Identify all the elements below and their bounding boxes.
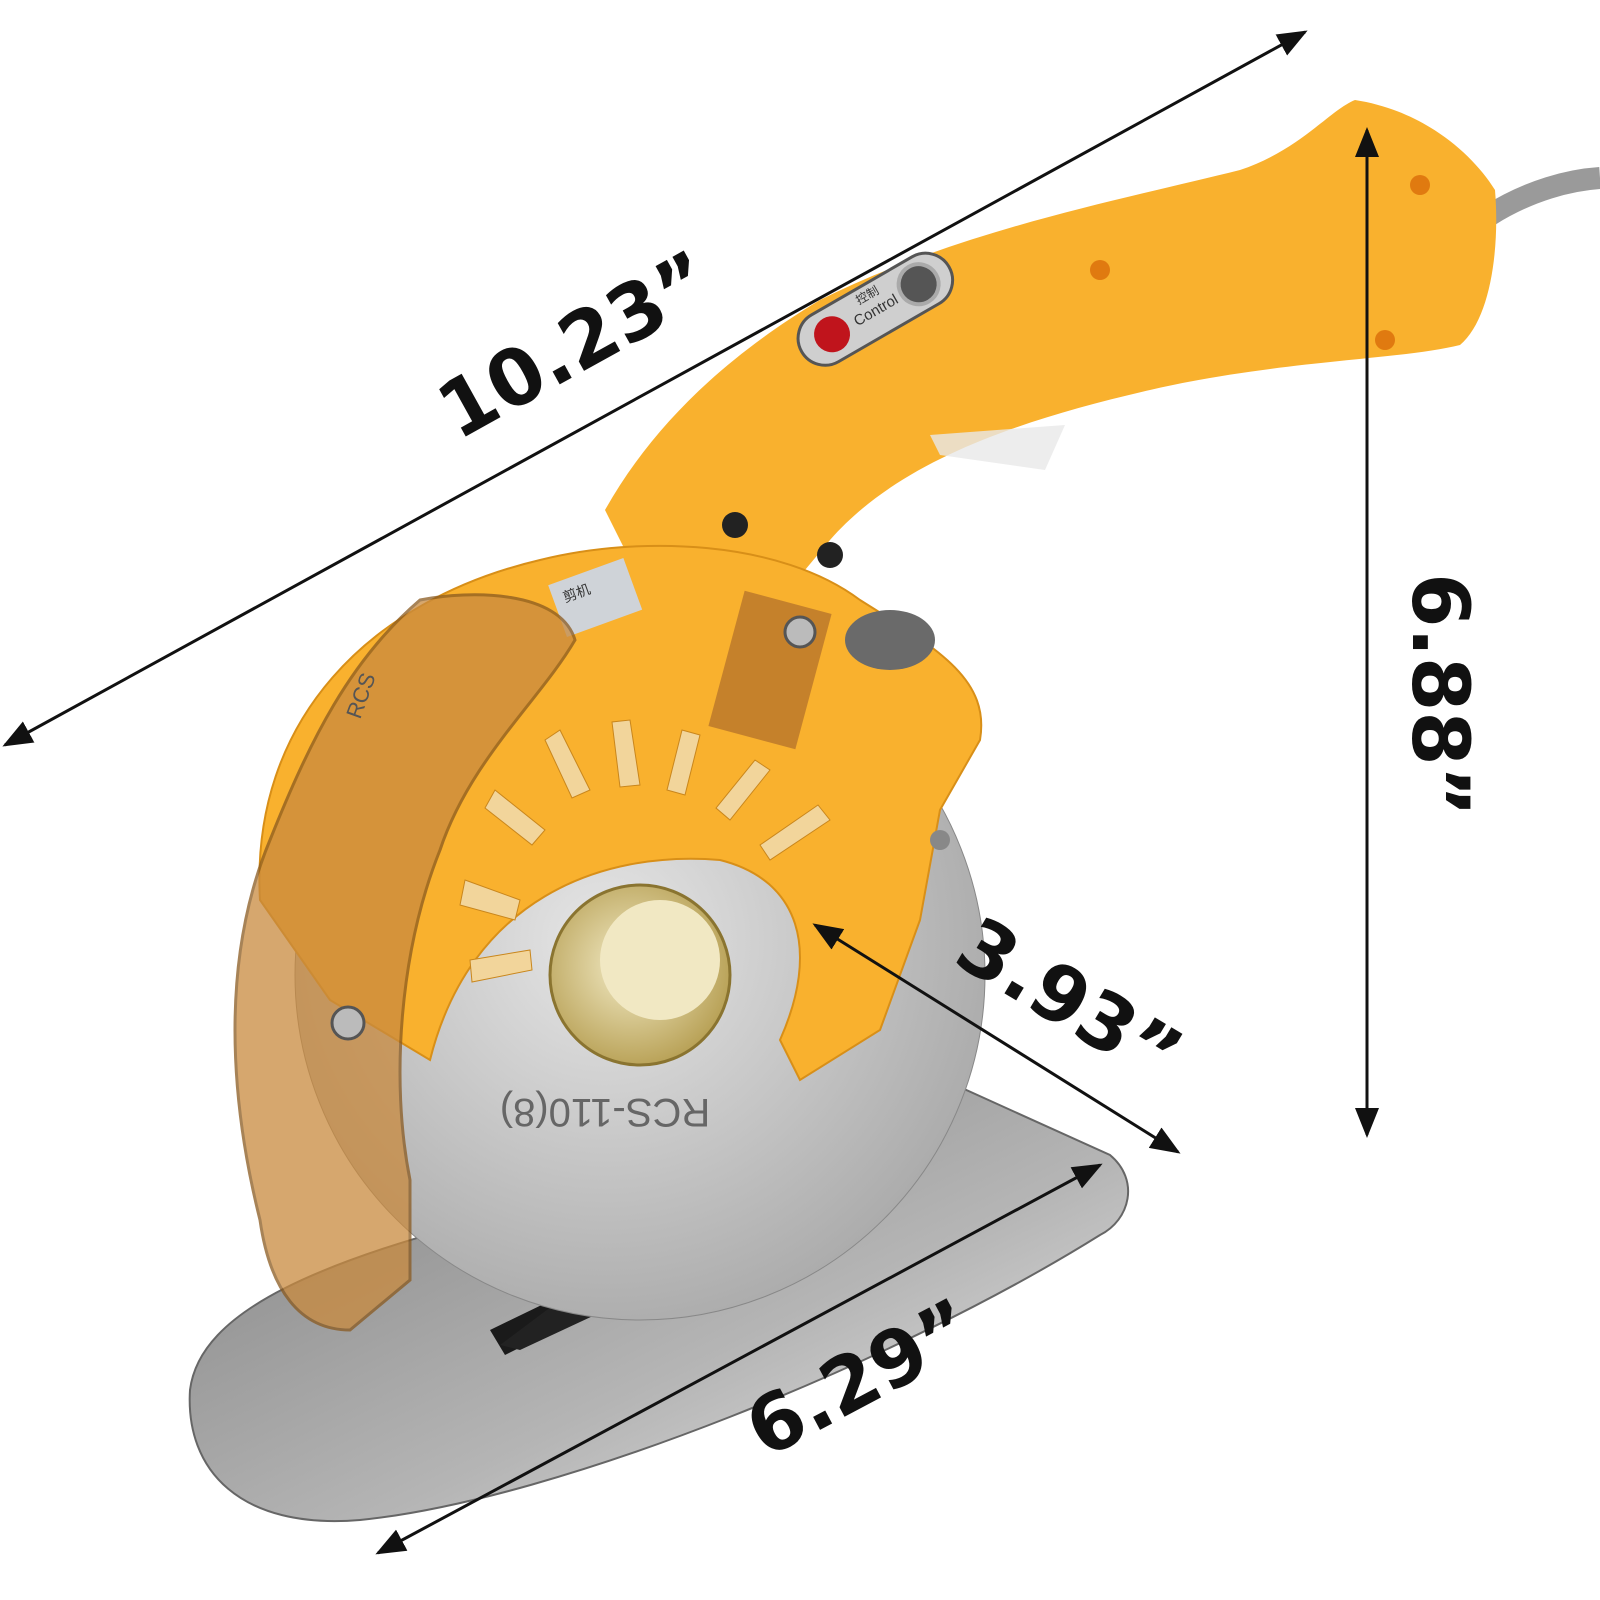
power-cord xyxy=(1484,167,1600,225)
vent-slots xyxy=(459,719,831,983)
handle-hole xyxy=(1410,175,1430,195)
sharpening-stone xyxy=(845,610,935,670)
blade-marking: RCS-110(8) xyxy=(500,1090,710,1134)
length-dimension-line xyxy=(2,30,1308,747)
hex-bolt xyxy=(722,512,748,538)
hex-bolt xyxy=(817,542,843,568)
height-label: 6.88” xyxy=(1394,573,1484,817)
base-dimension-line xyxy=(375,1163,1103,1555)
handle-hole xyxy=(1375,330,1395,350)
blade-dimension-line xyxy=(812,923,1181,1154)
screw xyxy=(930,830,950,850)
handle-hole xyxy=(1090,260,1110,280)
hub-cap xyxy=(600,900,720,1020)
sharpener-screw[interactable] xyxy=(783,615,817,649)
guard-screw[interactable] xyxy=(330,1005,366,1041)
